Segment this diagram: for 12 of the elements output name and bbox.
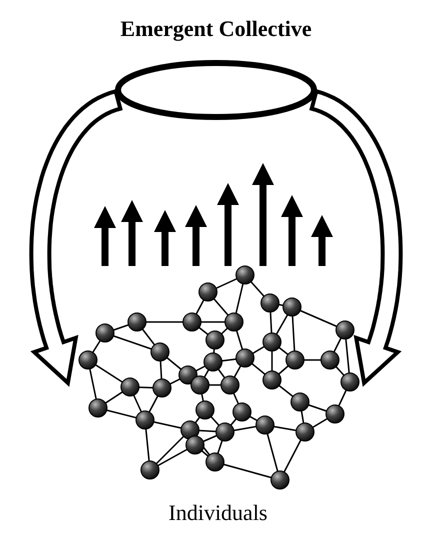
arrow	[185, 205, 207, 266]
arrow	[154, 210, 176, 266]
arrow	[121, 200, 143, 266]
title-text: Emergent Collective	[119, 16, 313, 42]
arrow	[252, 163, 274, 266]
arrow	[281, 195, 303, 266]
arrow	[311, 215, 333, 266]
arrow	[94, 206, 116, 266]
curved-arrow	[29, 88, 123, 387]
caption-text: Individuals	[168, 500, 268, 526]
curved-arrow	[309, 88, 403, 387]
arrow	[217, 183, 239, 266]
